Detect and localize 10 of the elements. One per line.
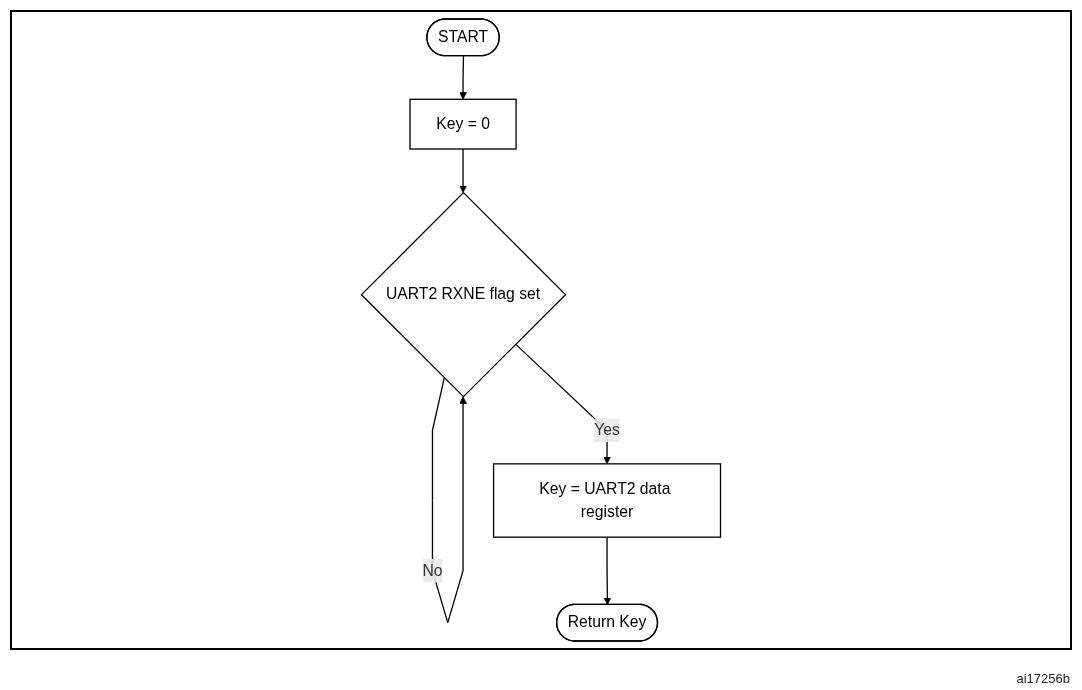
arrow	[459, 55, 467, 100]
edge-label: Yes	[594, 421, 620, 439]
node-box: Key = 0	[409, 98, 517, 150]
node-box: Key = UART2 data register	[492, 463, 722, 538]
figure-code: ai17256b	[1016, 671, 1070, 686]
arrow	[431, 377, 467, 624]
arrow	[603, 536, 612, 606]
arrow	[459, 148, 467, 193]
edge-label: No	[422, 561, 443, 580]
node-diamond: UART2 RXNE flag set	[360, 191, 567, 398]
